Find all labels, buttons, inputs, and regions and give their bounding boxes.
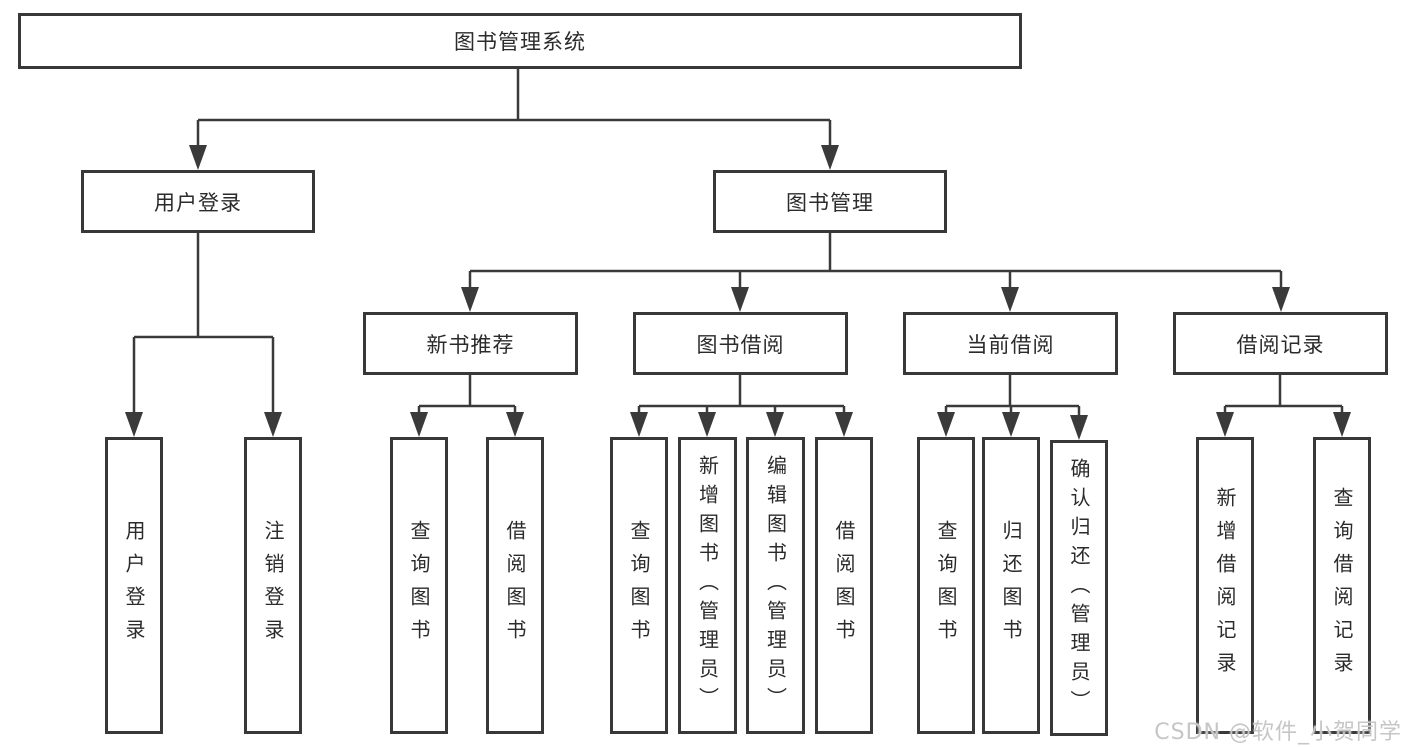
node-label: 注销登录 (261, 519, 285, 652)
node-new-book-recommendation: 新书推荐 (363, 312, 578, 375)
connector-book-borrow-to-leaves (630, 375, 853, 437)
connector-user-login-to-leaves (125, 233, 282, 437)
node-leaf-logout: 注销登录 (244, 437, 302, 734)
node-leaf-query-book-cb: 查询图书 (917, 437, 975, 734)
node-label: 查询借阅记录 (1330, 486, 1354, 685)
node-leaf-return-book: 归还图书 (982, 437, 1040, 734)
node-label: 新增借阅记录 (1213, 486, 1237, 685)
node-label: 归还图书 (999, 519, 1023, 652)
connector-book-mgmt-to-level3 (461, 233, 1290, 312)
node-label: 确认归还（管理员） (1067, 457, 1091, 719)
node-label: 查询图书 (627, 519, 651, 652)
node-label: 用户登录 (154, 190, 242, 215)
node-leaf-query-book-bb: 查询图书 (610, 437, 668, 734)
node-current-borrowing: 当前借阅 (903, 312, 1118, 375)
connector-new-book-rec-to-leaves (410, 375, 524, 437)
node-label: 用户登录 (122, 519, 146, 652)
node-borrowing-records: 借阅记录 (1173, 312, 1388, 375)
node-label: 图书管理系统 (454, 30, 586, 54)
node-leaf-confirm-return-admin: 确认归还（管理员） (1050, 440, 1108, 736)
node-label: 借阅记录 (1236, 332, 1325, 357)
node-book-management: 图书管理 (713, 170, 947, 233)
node-label: 借阅图书 (503, 519, 527, 652)
connector-root-to-level2 (189, 69, 839, 170)
node-leaf-add-book-admin: 新增图书（管理员） (678, 437, 737, 734)
node-label: 图书借阅 (696, 332, 785, 357)
node-book-borrowing: 图书借阅 (633, 312, 848, 375)
node-user-login: 用户登录 (81, 170, 315, 233)
node-leaf-query-borrow-record: 查询借阅记录 (1313, 437, 1371, 734)
node-label: 新书推荐 (426, 332, 515, 357)
node-label: 图书管理 (786, 190, 874, 215)
node-leaf-borrow-book-bb: 借阅图书 (815, 437, 873, 734)
node-label: 当前借阅 (966, 332, 1055, 357)
node-leaf-edit-book-admin: 编辑图书（管理员） (746, 437, 805, 734)
node-label: 查询图书 (934, 519, 958, 652)
csdn-watermark: CSDN @软件_小贺同学 (1154, 720, 1402, 745)
node-label: 查询图书 (407, 519, 431, 652)
node-leaf-add-borrow-record: 新增借阅记录 (1196, 437, 1254, 734)
connector-borrow-record-to-leaves (1216, 375, 1351, 437)
node-label: 编辑图书（管理员） (763, 455, 788, 716)
node-label: 新增图书（管理员） (695, 455, 720, 716)
connector-current-borrow-to-leaves (937, 375, 1088, 440)
node-library-management-system: 图书管理系统 (18, 13, 1022, 69)
node-leaf-borrow-book-rec: 借阅图书 (486, 437, 544, 734)
node-leaf-user-login: 用户登录 (105, 437, 163, 734)
node-label: 借阅图书 (832, 519, 856, 652)
node-leaf-query-book-rec: 查询图书 (390, 437, 448, 734)
